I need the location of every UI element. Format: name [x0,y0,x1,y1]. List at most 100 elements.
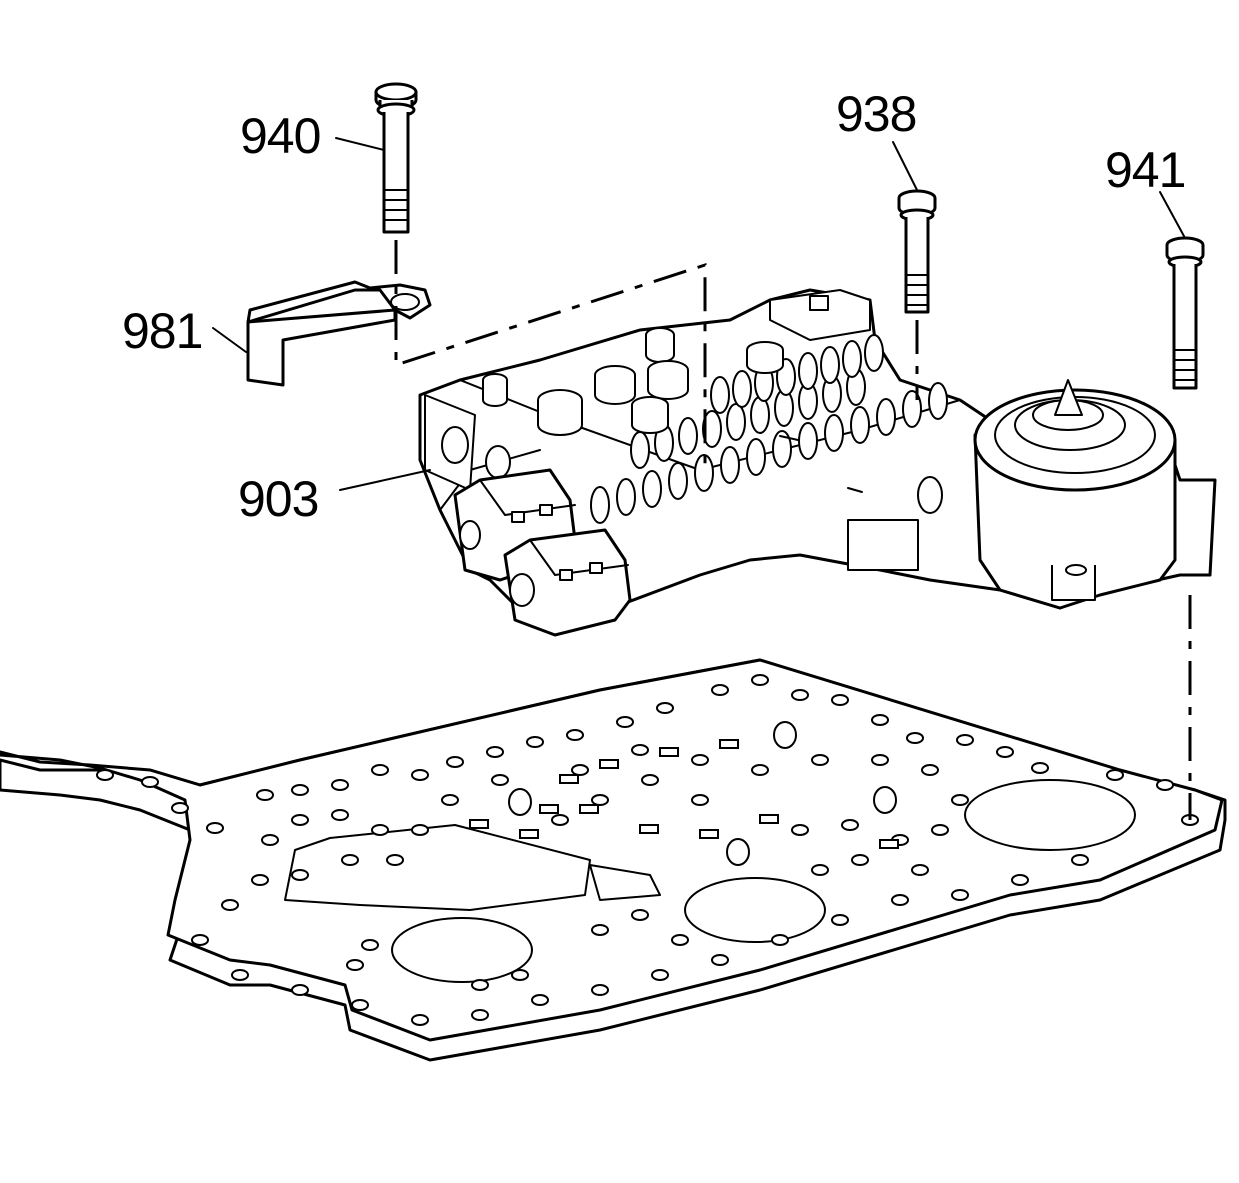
plate-hole [591,794,609,806]
plate-hole [231,969,249,981]
spool-land [864,334,884,372]
spool-land [678,417,698,455]
plate-hole [531,994,549,1006]
plate-hole [291,784,309,796]
plate-hole [691,754,709,766]
callout-940: 940 [240,108,320,164]
plate-hole [411,824,429,836]
plate-hole [566,729,584,741]
plate-slot [559,774,579,784]
plate-hole [791,689,809,701]
plate-slot [759,814,779,824]
plate-hole [221,899,239,911]
plate-hole [571,764,589,776]
plate-hole [951,794,969,806]
plate-hole [631,744,649,756]
plate-hole [906,732,924,744]
valve-body-assembly [418,288,1217,637]
plate-slot [519,829,539,839]
plate-hole [1156,779,1174,791]
plate-hole [551,814,569,826]
plate-hole [291,869,309,881]
plate-hole [616,716,634,728]
plate-slot [659,747,679,757]
bolt-938 [897,189,937,314]
spacer-plate [0,658,1227,1062]
plate-hole [291,814,309,826]
plate-hole [1011,874,1029,886]
plate-hole [511,969,529,981]
plate-hole [141,776,159,788]
plate-slot [639,824,659,834]
plate-hole [871,754,889,766]
plate-hole [891,894,909,906]
plate-hole [1106,769,1124,781]
leader-lines [212,137,1186,491]
plate-hole [96,769,114,781]
callout-903: 903 [238,471,318,527]
plate-hole [371,824,389,836]
spool-land [616,478,636,516]
plate-hole [261,834,279,846]
plate-hole [921,764,939,776]
plate-hole [251,874,269,886]
plate-hole [671,934,689,946]
valve-bosses [482,327,784,436]
spool-land [842,340,862,378]
plate-hole [411,769,429,781]
plate-hole [346,959,364,971]
plate-hole [841,819,859,831]
plate-hole [771,934,789,946]
plate-hole [591,984,609,996]
plate-hole [811,754,829,766]
spool-land [720,446,740,484]
spool-land [876,398,896,436]
spool-land [710,376,730,414]
plate-hole [331,779,349,791]
callout-941: 941 [1105,142,1185,198]
plate-hole [256,789,274,801]
plate-slot [539,804,559,814]
spool-land [590,486,610,524]
plate-slot [599,759,619,769]
plate-hole [751,674,769,686]
plate-hole [831,914,849,926]
plate-hole [486,746,504,758]
plate-hole [871,714,889,726]
spool-land [928,382,948,420]
plate-hole [791,824,809,836]
plate-hole [351,999,369,1011]
plate-hole [371,764,389,776]
plate-hole [441,794,459,806]
plate-hole [411,1014,429,1026]
plate-hole [711,684,729,696]
plate-hole [471,1009,489,1021]
bolt-941 [1165,236,1205,390]
retainer-bracket [246,280,432,387]
plate-hole [656,702,674,714]
plate-hole [751,764,769,776]
callout-981: 981 [122,303,202,359]
plate-slot [469,819,489,829]
spool-land [746,438,766,476]
spool-land [726,403,746,441]
plate-hole [471,979,489,991]
plate-hole [191,934,209,946]
plate-slot [699,829,719,839]
plate-hole [171,802,189,814]
plate-hole [591,924,609,936]
spool-land [630,431,650,469]
plate-hole [341,854,359,866]
plate-hole [651,969,669,981]
plate-hole [811,864,829,876]
spool-land [694,454,714,492]
spool-land [750,396,770,434]
plate-holes [96,674,1199,1026]
spool-land [702,410,722,448]
plate-hole [831,694,849,706]
spool-land [732,370,752,408]
solenoid-connectors [453,468,632,637]
plate-hole [711,954,729,966]
plate-hole [331,809,349,821]
